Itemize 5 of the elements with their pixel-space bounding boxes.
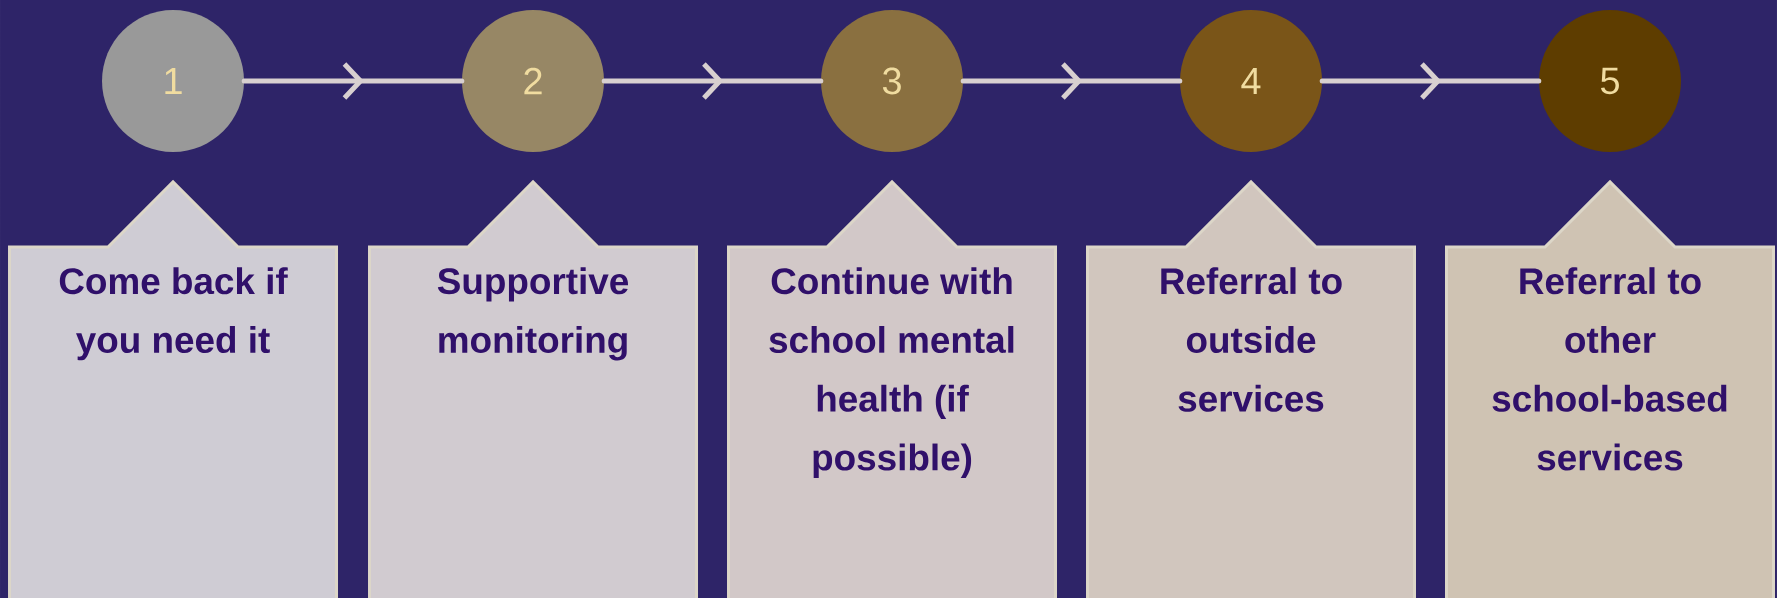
callout-box: Referral to outside services <box>1086 179 1416 598</box>
callout-box: Continue with school mental health (if possible) <box>727 179 1057 598</box>
callout-box: Come back if you need it <box>8 179 338 598</box>
callout-box: Supportive monitoring <box>368 179 698 598</box>
callout-box: Referral to other school-based services <box>1445 179 1775 598</box>
